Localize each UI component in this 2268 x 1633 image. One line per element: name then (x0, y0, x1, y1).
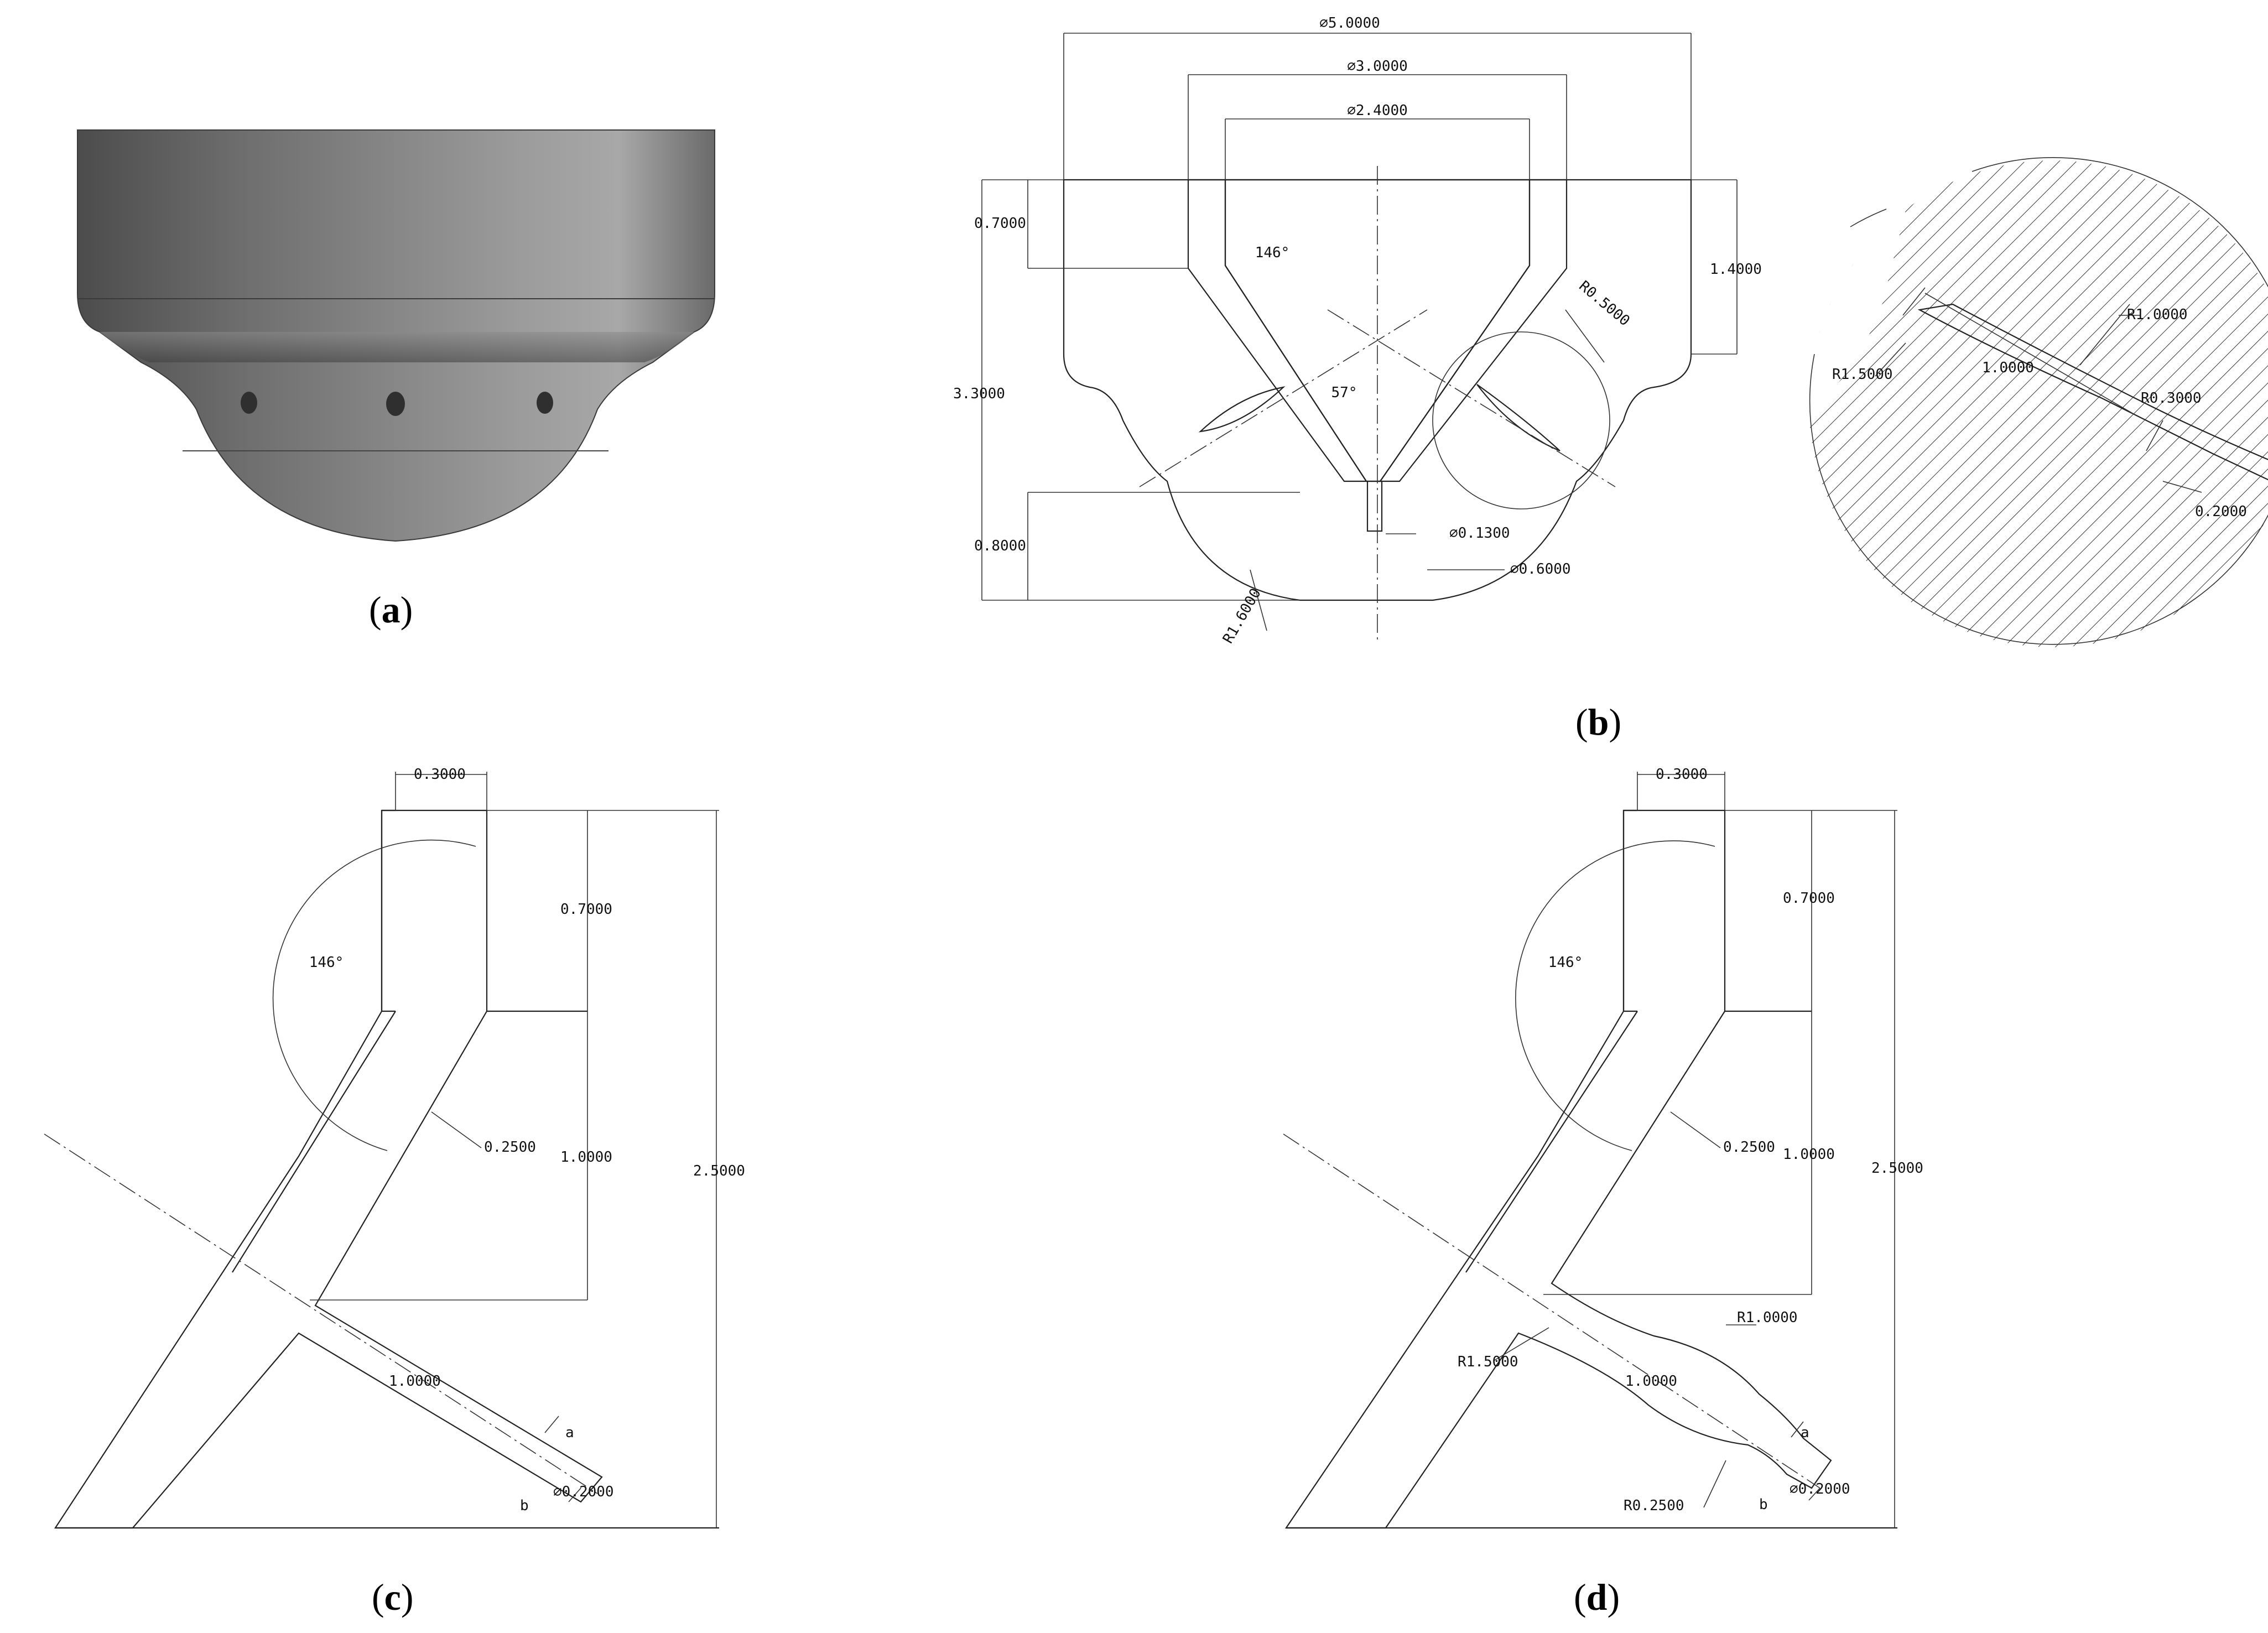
dim-c-w-top: 0.3000 (414, 766, 466, 783)
panel-a-render (77, 129, 715, 542)
dim-b-h-bottom: 0.8000 (974, 538, 1026, 554)
dim-d-pt-b: b (1759, 1496, 1768, 1513)
dim-b-dia-outer: ⌀5.0000 (1319, 15, 1380, 32)
dim-b-detail-r15: R1.5000 (1832, 366, 1893, 383)
dim-d-hole-len: 1.0000 (1625, 1373, 1677, 1390)
caption-c: (c) (372, 1576, 414, 1618)
dim-d-r-big: R1.0000 (1737, 1309, 1798, 1326)
dim-b-dia-inner: ⌀2.4000 (1347, 102, 1408, 119)
dim-d-pt-a: a (1801, 1424, 1809, 1441)
dim-c-h-top: 0.7000 (560, 901, 612, 918)
dim-b-angle-cone: 146° (1255, 245, 1290, 261)
dim-c-hole-dia: ⌀0.2000 (553, 1484, 614, 1500)
panel-b-section (981, 33, 1738, 642)
caption-b: (b) (1575, 701, 1621, 743)
dim-b-h-right: 1.4000 (1710, 261, 1762, 278)
dim-b-detail-r1: R1.0000 (2127, 306, 2188, 323)
dim-b-detail-r03: R0.3000 (2141, 390, 2202, 407)
dim-b-dia-mid: ⌀3.0000 (1347, 58, 1408, 75)
dim-c-h-total: 2.5000 (693, 1163, 745, 1179)
panel-d-profiled-hole (1283, 772, 1897, 1529)
panel-b-detail-view (1809, 157, 2268, 647)
dim-c-hole-len: 1.0000 (389, 1373, 441, 1390)
dim-b-r-tip: R1.6000 (1220, 586, 1265, 647)
panel-c-straight-hole (44, 772, 719, 1529)
dim-b-angle-hole: 57° (1331, 384, 1357, 401)
dim-c-angle: 146° (309, 954, 344, 971)
dim-b-h-top: 0.7000 (974, 215, 1026, 232)
dim-b-detail-len: 1.0000 (1982, 360, 2034, 376)
dim-d-r-exit: R0.2500 (1624, 1497, 1684, 1514)
dim-d-h-mid: 1.0000 (1783, 1146, 1835, 1163)
dim-b-dia-orifice: ⌀0.1300 (1449, 525, 1510, 542)
dim-b-detail-w: 0.2000 (2195, 503, 2247, 520)
dim-d-h-total: 2.5000 (1871, 1160, 1923, 1177)
dim-b-r-fillet: R0.5000 (1576, 278, 1633, 329)
dim-c-pt-a: a (565, 1424, 574, 1441)
dim-c-pt-b: b (520, 1497, 529, 1514)
dim-d-h-top: 0.7000 (1783, 890, 1835, 907)
spray-hole-center (386, 392, 405, 416)
dim-d-w-top: 0.3000 (1656, 766, 1708, 783)
dim-d-gap: 0.2500 (1723, 1139, 1775, 1156)
caption-a: (a) (369, 589, 413, 631)
dim-c-h-mid: 1.0000 (560, 1149, 612, 1166)
dim-d-r-entry: R1.5000 (1458, 1354, 1518, 1370)
caption-d: (d) (1574, 1576, 1620, 1618)
dim-b-dia-outlet: ⌀0.6000 (1510, 561, 1571, 578)
dim-d-angle: 146° (1548, 954, 1583, 971)
spray-hole-left (241, 392, 257, 414)
dim-c-gap: 0.2500 (484, 1139, 536, 1156)
spray-hole-right (537, 392, 553, 414)
dim-d-hole-dia: ⌀0.2000 (1790, 1481, 1850, 1497)
dim-b-h-total: 3.3000 (953, 386, 1005, 402)
